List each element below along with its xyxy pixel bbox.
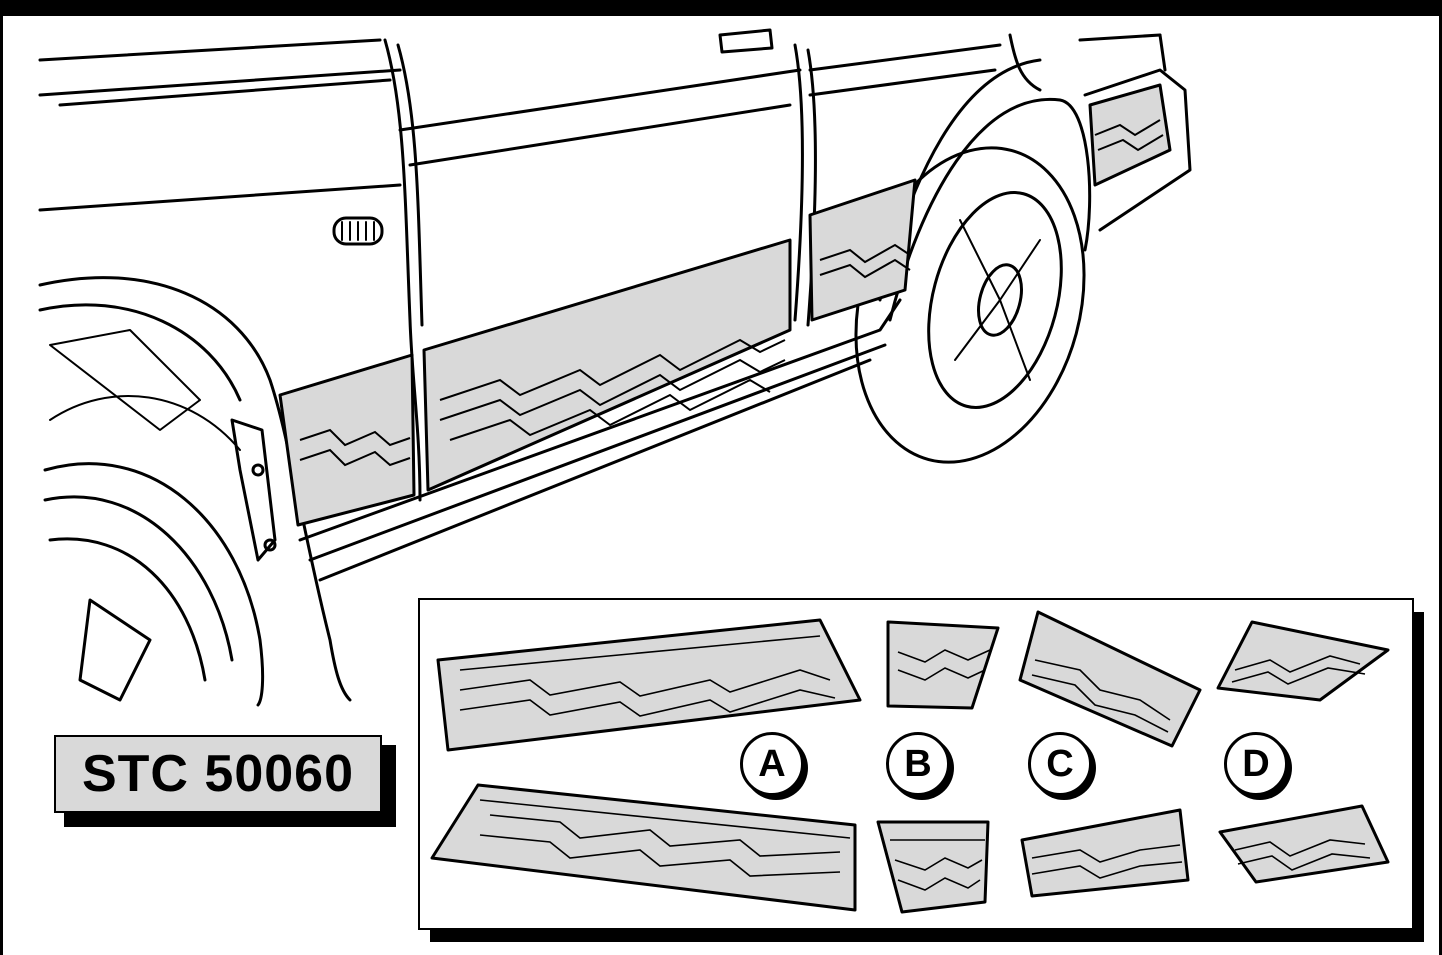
kit-label-c: C: [1028, 732, 1092, 796]
kit-contents-inset: A B C D: [418, 598, 1414, 930]
kit-piece-a-upper: [436, 618, 862, 752]
kit-label-b: B: [886, 732, 950, 796]
part-number-label: STC 50060: [54, 735, 382, 813]
top-border-bar: [0, 0, 1442, 16]
kit-pieces-drawing: [430, 610, 1390, 914]
kit-label-a-text: A: [758, 742, 786, 785]
kit-label-d-text: D: [1242, 742, 1270, 785]
part-number-text: STC 50060: [81, 745, 355, 803]
kit-label-d: D: [1224, 732, 1288, 796]
kit-piece-a-lower: [430, 783, 857, 912]
kit-piece-b-lower: [876, 820, 990, 914]
kit-piece-b-upper: [886, 620, 1000, 710]
kit-label-c-text: C: [1046, 742, 1074, 785]
kit-piece-c-upper: [1018, 610, 1202, 748]
kit-piece-d-lower: [1218, 804, 1390, 884]
kit-label-a: A: [740, 732, 804, 796]
kit-piece-d-upper: [1216, 620, 1390, 702]
kit-label-b-text: B: [904, 742, 932, 785]
kit-piece-c-lower: [1020, 808, 1190, 898]
